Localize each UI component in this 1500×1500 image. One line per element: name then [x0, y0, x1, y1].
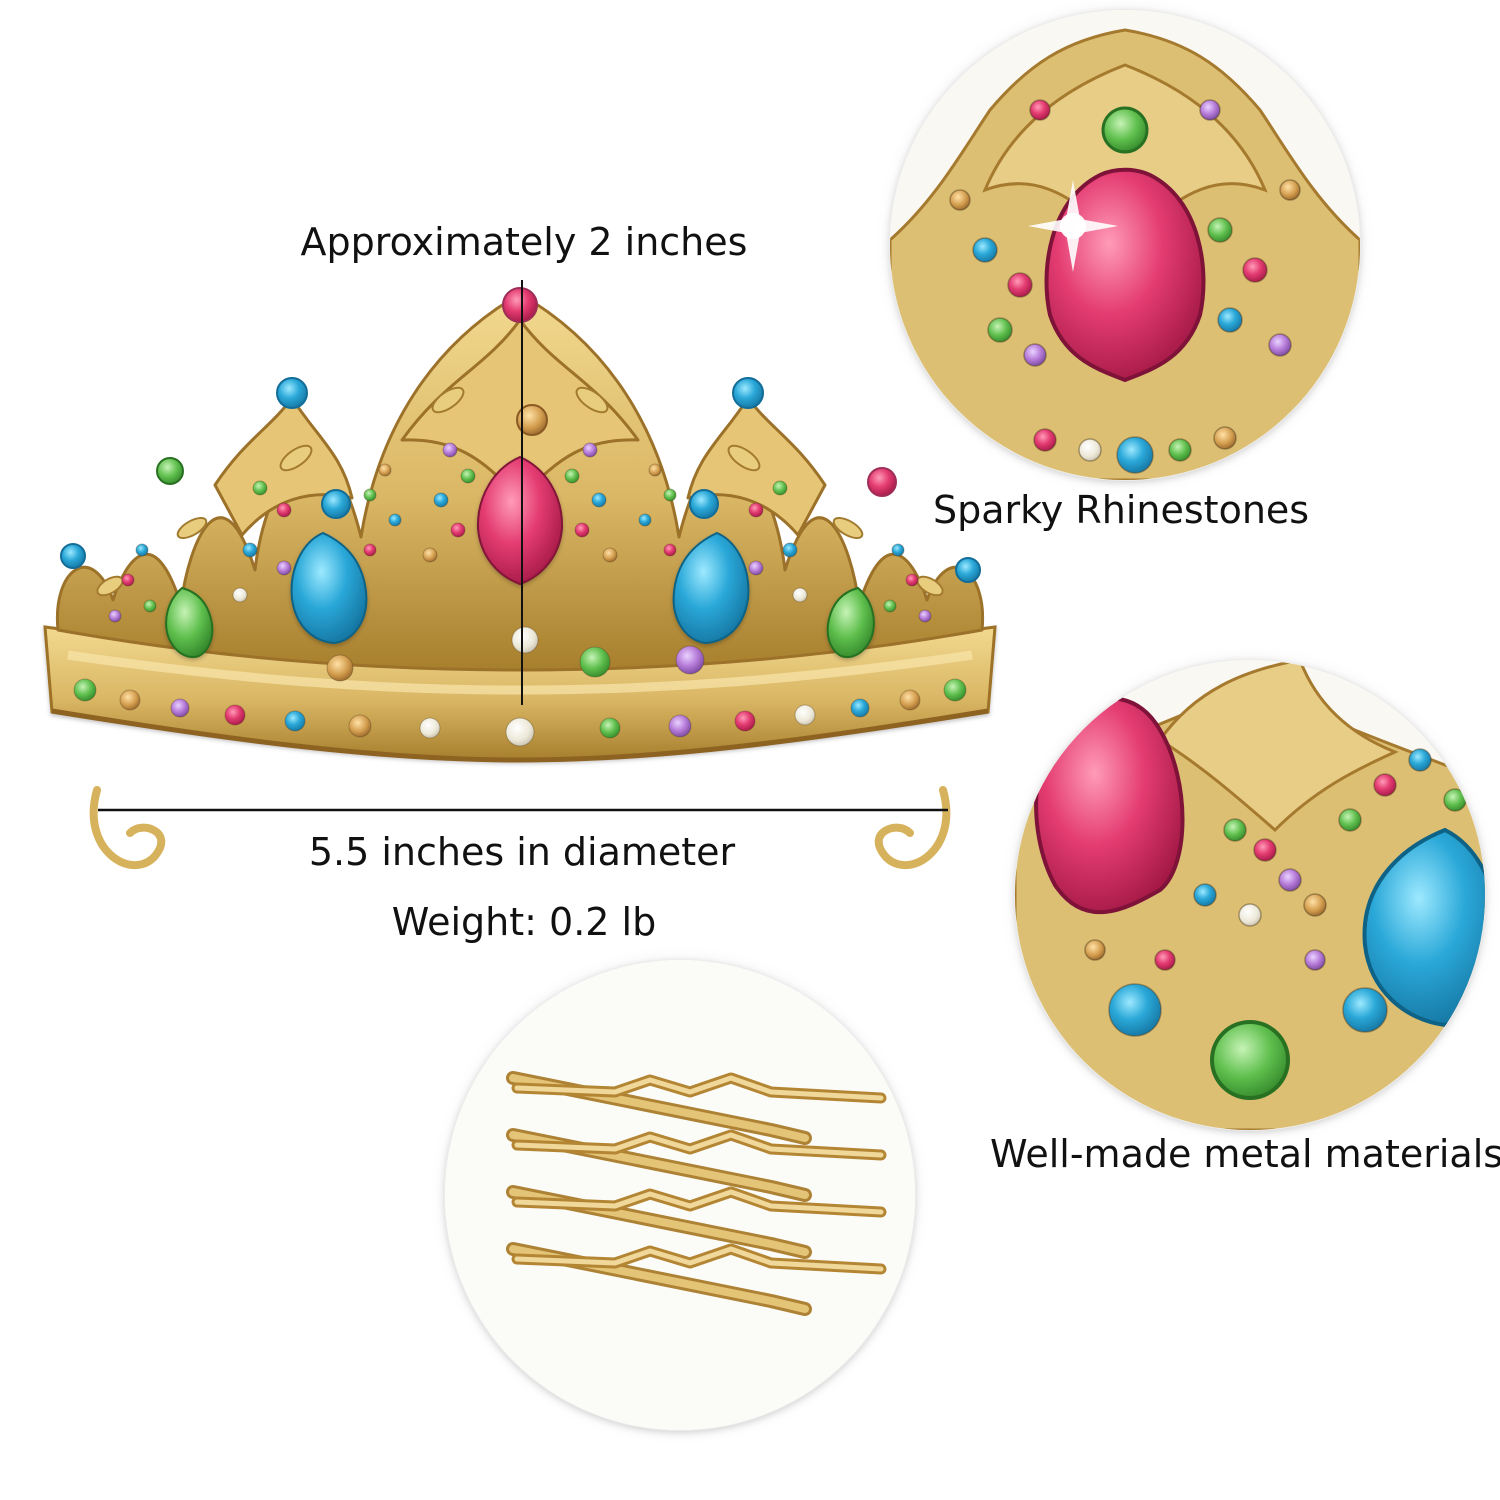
diameter-label: 5.5 inches in diameter [308, 830, 736, 874]
left-green-gem [165, 586, 214, 658]
tiara-svg [43, 280, 997, 870]
accent-rhinestones [108, 442, 932, 623]
height-label: Approximately 2 inches [300, 220, 748, 264]
metal-closeup [1015, 660, 1485, 1130]
right-green-gem [826, 586, 875, 658]
rhinestone-closeup [890, 10, 1360, 480]
right-comb-hook [874, 786, 951, 870]
focal-gems [165, 455, 875, 658]
left-blue-gem [290, 531, 368, 645]
tiara-image [10, 250, 1030, 915]
right-blue-gem [672, 531, 750, 645]
metal-detail-circle [1015, 660, 1485, 1130]
weight-label: Weight: 0.2 lb [391, 900, 657, 944]
band-rhinestones [73, 626, 967, 747]
rhinestone-detail-circle [890, 10, 1360, 480]
tiara-lower-rim [51, 708, 989, 763]
tiara-inner-band [67, 650, 973, 695]
metal-caption: Well-made metal materials [990, 1132, 1500, 1176]
bobby-pins [506, 1071, 887, 1316]
hairpins-closeup [445, 960, 915, 1430]
hairpin-detail-circle [445, 960, 915, 1430]
center-pink-gem [476, 455, 564, 586]
rhinestones-caption: Sparky Rhinestones [933, 488, 1310, 532]
left-comb-hook [89, 786, 166, 870]
closeup-large-blue-gem [1362, 827, 1485, 1028]
filigree-leaves [96, 386, 944, 597]
closeup-large-pink-gem [1034, 696, 1185, 915]
top-finial-gems [60, 287, 981, 583]
